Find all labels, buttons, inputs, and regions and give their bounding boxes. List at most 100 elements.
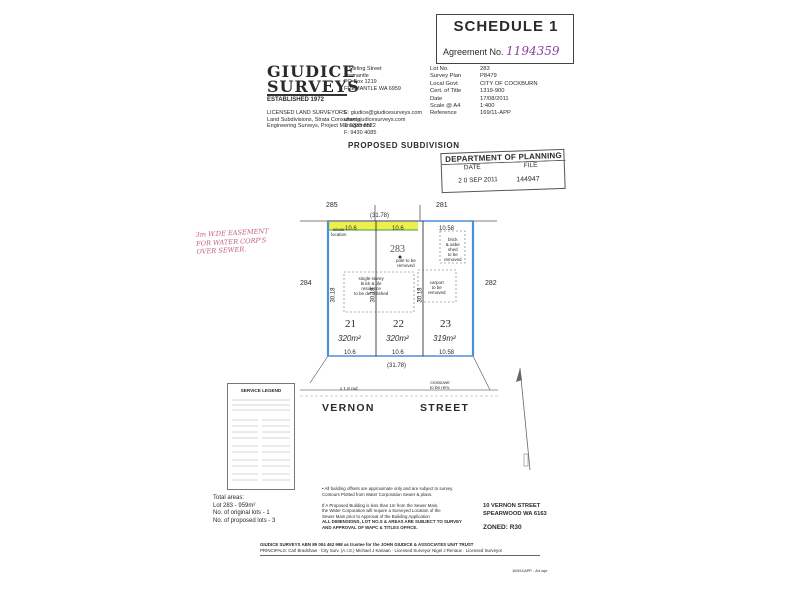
north-arrow-label-box: [523, 453, 529, 467]
services-line: Engineering Surveys, Project Management: [267, 123, 372, 129]
top-width: 10.58: [439, 226, 455, 232]
contact-line: www.giudicesurveys.com: [344, 116, 406, 123]
plan-heading: PROPOSED SUBDIVISION: [348, 141, 460, 150]
frontage-dimension: (31.78): [387, 363, 407, 369]
existing-dwelling: [343, 271, 415, 313]
sewer-note: sewer location: [331, 227, 347, 237]
dwelling-note: single storey brick & tile residence to …: [354, 276, 389, 296]
footer-line: GIUDICE SURVEYS ABN 89 004 462 998 as tr…: [260, 542, 474, 547]
notes-line: If A Proposed Building is less than 1m f…: [322, 502, 439, 508]
totals-line: Total areas:: [213, 495, 245, 501]
agreement-number: 1194359: [506, 44, 560, 58]
lot-23-area: 319m²: [433, 334, 456, 343]
established-text: ESTABLISHED 1972: [267, 97, 324, 103]
plan-notes: • All building offsets are approximate o…: [322, 486, 462, 530]
service-legend: SERVICE LEGEND: [227, 383, 295, 490]
notes-line: ALL DIMENSIONS, LOT NO.S & AREAS ARE SUB…: [322, 519, 462, 524]
lot-22-number: 22: [393, 318, 404, 330]
agreement-label: Agreement No.: [443, 47, 504, 57]
easement-highlight: [329, 222, 418, 230]
contact-line: E: giudice@giudicesurveys.com: [344, 110, 423, 116]
lot-23-number: 23: [440, 318, 451, 330]
footer-line: PRINCIPALS: Carl Bradshaw · City Surv. (…: [260, 548, 503, 553]
boundary-line: [472, 355, 491, 391]
footer-rule: [260, 555, 540, 556]
info-key: Date: [430, 95, 443, 102]
address-line: PO Box 1219: [344, 79, 377, 85]
existing-carport: [417, 269, 457, 303]
shed-note: brick & asbe shed to be removed: [444, 237, 462, 262]
top-width: 10.6: [345, 226, 357, 232]
info-value: 1:400: [480, 103, 495, 110]
totals-line: Lot 283 - 959m²: [213, 502, 256, 509]
info-key: Survey Plan: [430, 73, 462, 80]
contact-line: T: 9335 8522: [344, 123, 376, 129]
info-value: P8479: [480, 73, 497, 80]
area-totals: Total areas: Lot 283 - 959m² No. of orig…: [213, 495, 275, 525]
contact-line: F: 9430 4085: [344, 129, 377, 136]
company-contact: E: giudice@giudicesurveys.com www.giudic…: [344, 110, 422, 136]
info-key: Reference: [430, 110, 457, 117]
lot-22-width: 10.6: [392, 350, 404, 356]
frontage-dimension: (31.78): [370, 213, 390, 219]
company-logo: GIUDICE SURVEYS: [267, 62, 360, 96]
street-name-word: STREET: [420, 402, 470, 414]
lot-23-depth: 30.18: [417, 287, 424, 303]
adjacent-lot-281: 281: [436, 202, 448, 209]
company-services: LICENSED LAND SURVEYORS Land Subdivision…: [267, 110, 372, 130]
logo-line1: GIUDICE: [267, 62, 356, 81]
lot-21-depth: 30.18: [330, 287, 337, 303]
agreement-line: Agreement No. 1194359: [443, 44, 560, 58]
info-value: 1319-900: [480, 88, 505, 95]
pole-marker: [398, 255, 402, 259]
legend-rows: [232, 399, 290, 481]
schedule-box: SCHEDULE 1 Agreement No. 1194359: [436, 14, 574, 64]
company-footer: GIUDICE SURVEYS ABN 89 004 462 998 as tr…: [260, 542, 502, 554]
lot-21-width: 10.6: [344, 350, 356, 356]
north-arrow-head: [516, 368, 522, 382]
info-value: 17/08/2011: [480, 95, 509, 102]
logo-line2: SURVEYS: [267, 77, 360, 96]
lot-21-area: 320m²: [338, 334, 361, 343]
logo-underline: [267, 94, 347, 96]
company-address: 8 Stirling Street Fremantle PO Box 1219 …: [344, 66, 401, 92]
planning-stamp: DEPARTMENT OF PLANNING DATE FILE 2 0 SEP…: [440, 148, 566, 194]
zoning: ZONED: R30: [483, 524, 522, 531]
stamp-divider: [441, 159, 566, 166]
info-row: Survey Plan P8479: [428, 73, 540, 80]
totals-line: No. of original lots - 1: [213, 510, 270, 517]
info-row: Reference 169/11-APP: [428, 110, 540, 117]
info-value: CITY OF COCKBURN: [480, 80, 538, 87]
services-line: LICENSED LAND SURVEYORS: [267, 110, 347, 116]
notes-line: Contours Plotted from Water Corporation …: [322, 491, 433, 497]
site-address-line: 10 VERNON STREET: [483, 503, 541, 509]
info-value: 169/11-APP: [480, 110, 511, 117]
pole-note: pole to be removed: [396, 258, 416, 268]
boundary-line: [309, 355, 329, 384]
totals-line: No. of proposed lots - 3: [213, 517, 276, 524]
carport-note: carport to be removed: [428, 280, 446, 295]
existing-shed: [439, 230, 466, 264]
address-line: 8 Stirling Street: [344, 66, 382, 72]
adjacent-lot-282: 282: [485, 280, 497, 287]
parent-lot-number: 283: [390, 244, 405, 255]
lot-21-number: 21: [345, 318, 356, 330]
info-key: Cert. of Title: [430, 88, 462, 95]
schedule-title: SCHEDULE 1: [453, 18, 559, 35]
notes-line: AND APPROVAL OF WAPC & TITLES OFFICE.: [322, 524, 418, 530]
info-row: Cert. of Title 1319-900: [428, 88, 540, 95]
address-line: FREMANTLE WA 6959: [344, 85, 401, 92]
info-key: Lot No.: [430, 66, 449, 72]
info-row: Lot No.283: [428, 66, 540, 73]
file-reference: 169/11APP - A4.wpr: [512, 568, 548, 573]
legend-title: SERVICE LEGEND: [240, 388, 282, 393]
address-line: Fremantle: [344, 72, 369, 79]
lot-23-width: 10.58: [439, 350, 455, 356]
notes-line: Sewer Main prior to Approval of the Buil…: [322, 513, 430, 519]
north-arrow-line: [519, 367, 531, 471]
